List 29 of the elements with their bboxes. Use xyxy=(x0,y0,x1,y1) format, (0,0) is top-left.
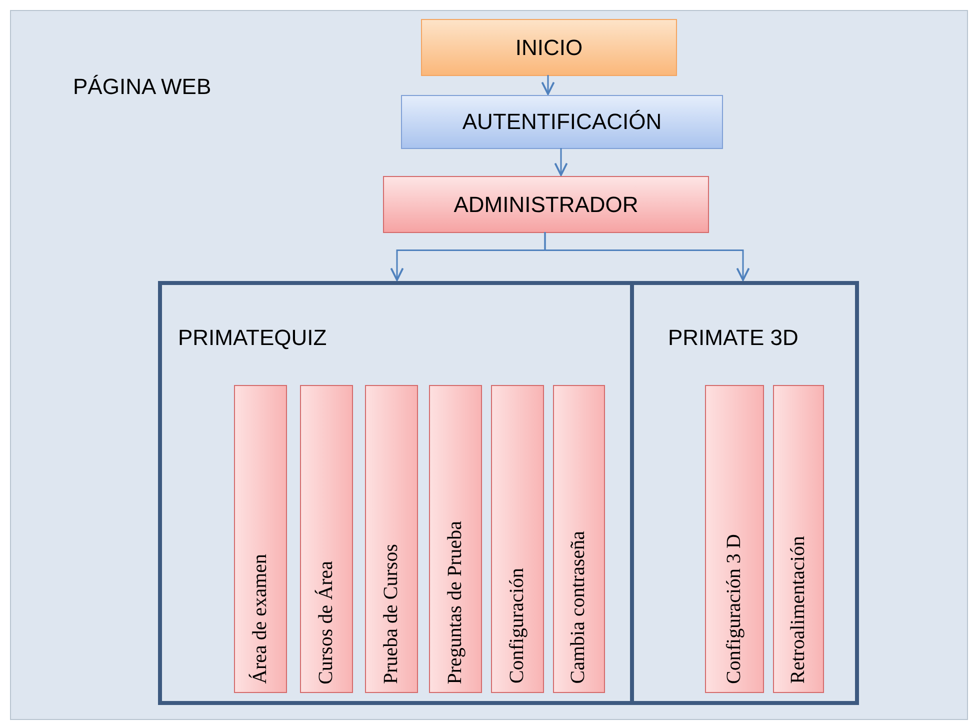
start-box xyxy=(421,19,677,76)
arrow xyxy=(541,75,555,95)
group-heading: PRIMATE 3D xyxy=(668,325,798,351)
process-box xyxy=(401,95,723,149)
menu-label: Preguntas de Prueba xyxy=(444,520,466,684)
box-label: AUTENTIFICACIÓN xyxy=(461,109,663,135)
menu-label: Cursos de Área xyxy=(314,560,338,684)
menu-bar-box xyxy=(553,385,605,693)
group-heading: PRIMATEQUIZ xyxy=(178,325,327,351)
menu-label: Cambia contraseña xyxy=(567,531,590,684)
menu-bar-box xyxy=(705,385,764,693)
box-label: ADMINISTRADOR xyxy=(452,192,640,218)
menu-label: Área de examen xyxy=(248,554,272,684)
arrow xyxy=(544,232,750,281)
menu-bar-box xyxy=(429,385,482,693)
section-heading: PÁGINA WEB xyxy=(73,74,212,100)
menu-bar-box xyxy=(365,385,418,693)
menu-label: Configuración 3 D xyxy=(722,534,746,684)
menu-bar-box xyxy=(234,385,287,693)
box-label: INICIO xyxy=(514,34,584,60)
arrow xyxy=(554,148,568,176)
menu-bar-box xyxy=(491,385,544,693)
menu-bar-box xyxy=(300,385,353,693)
process-box xyxy=(383,176,709,233)
menu-label: Configuración xyxy=(506,568,528,684)
menu-label: Prueba de Cursos xyxy=(380,544,402,684)
menu-label: Retroalimentación xyxy=(786,536,810,684)
page-frame xyxy=(10,10,968,720)
menu-bar-box xyxy=(773,385,824,693)
